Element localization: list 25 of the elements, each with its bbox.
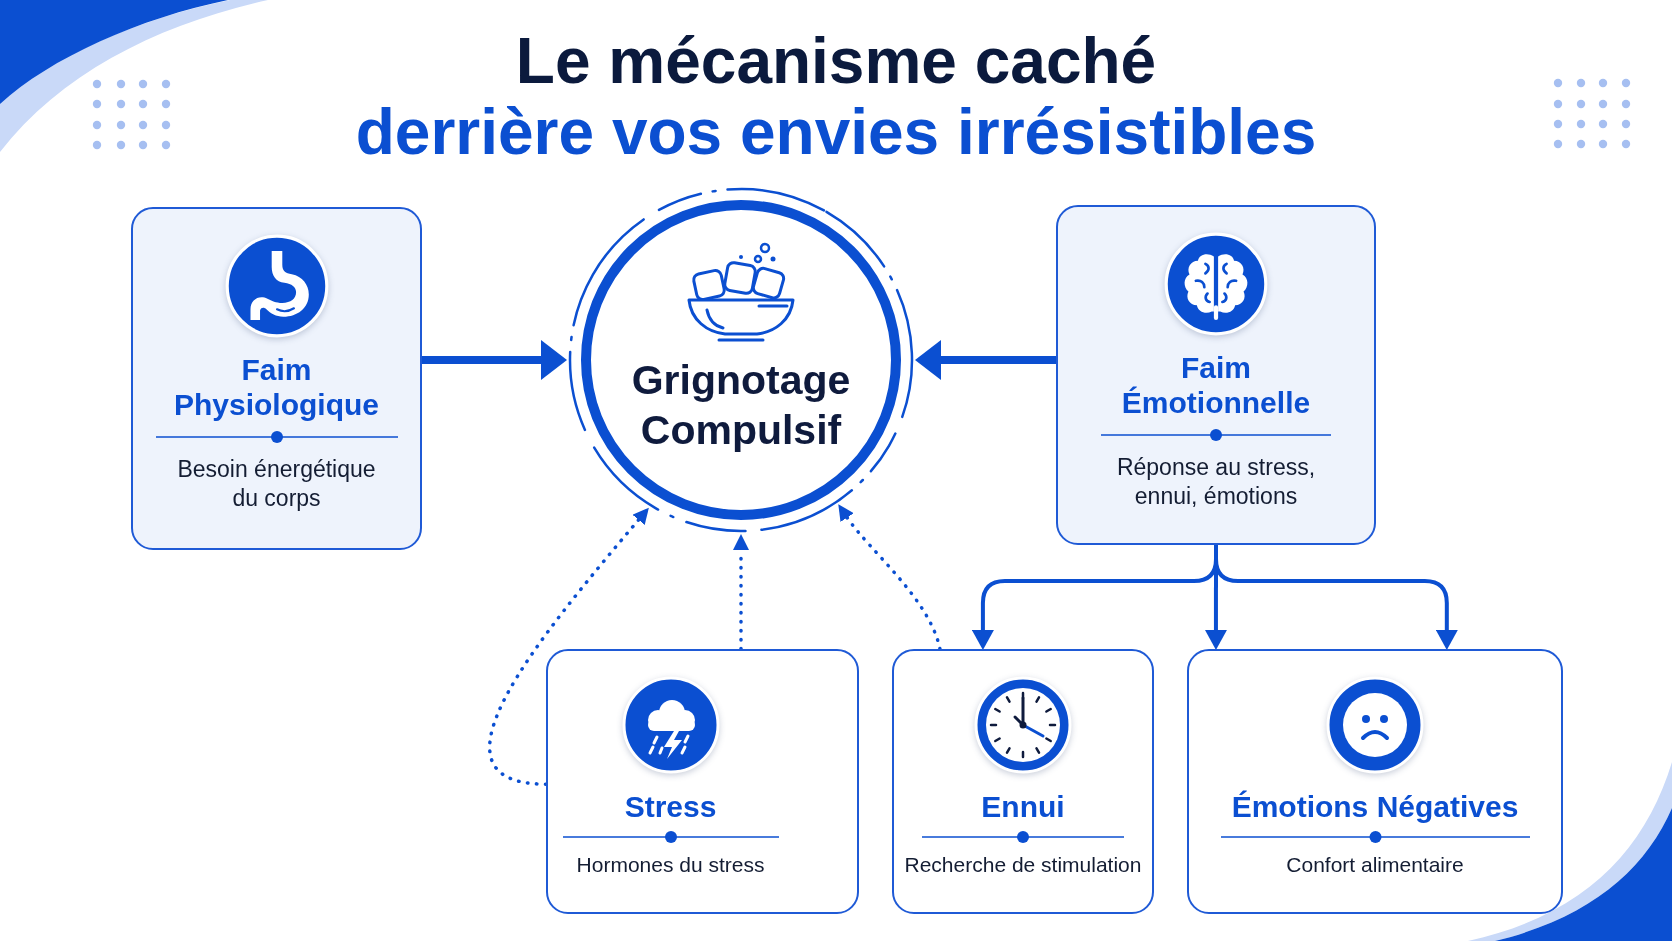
info-card [1056, 205, 1376, 545]
dotted-arrow [837, 504, 942, 651]
card-title: Faim Physiologique [173, 352, 380, 422]
card-title: Faim Émotionnelle [1120, 350, 1312, 420]
card-description: Réponse au stress, ennui, émotions [1115, 453, 1317, 511]
dotted-arrow [733, 534, 749, 651]
card-description: Confort alimentaire [1286, 852, 1464, 878]
card-title: Ennui [981, 789, 1065, 824]
circle-label: Grignotage Compulsif [630, 356, 852, 455]
card-title: Stress [624, 789, 717, 824]
card-title: Émotions Négatives [1231, 789, 1519, 824]
title: Le mécanisme caché [515, 26, 1157, 97]
info-card [546, 649, 859, 914]
central-circle [566, 185, 916, 535]
info-card [1187, 649, 1563, 914]
arrow [422, 340, 567, 380]
card-description: Recherche de stimulation [904, 852, 1142, 878]
card-description: Besoin énergétique du corps [176, 455, 377, 513]
info-card [892, 649, 1154, 914]
dotted-arrow [488, 507, 649, 786]
arrow [915, 340, 1056, 380]
card-description: Hormones du stress [576, 852, 765, 878]
info-card [131, 207, 422, 550]
subtitle: derrière vos envies irrésistibles [355, 97, 1317, 168]
arrow [1214, 545, 1458, 650]
